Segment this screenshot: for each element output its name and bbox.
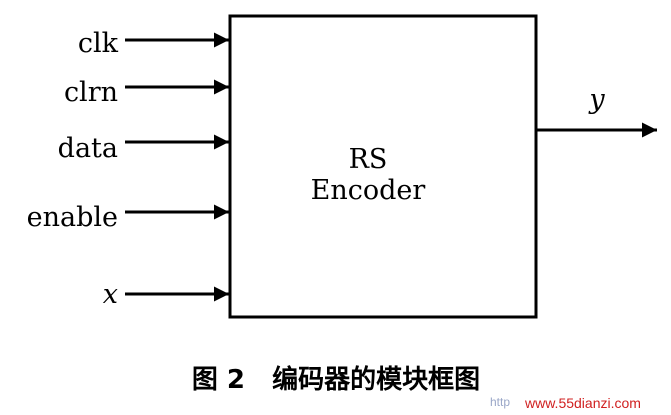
block-title-line1: RS [349, 144, 388, 175]
input-clk: clk [78, 28, 229, 59]
block-title-line2: Encoder [311, 175, 426, 206]
input-label-clrn: clrn [64, 77, 118, 108]
output-y: y [537, 84, 657, 138]
input-label-clk: clk [78, 28, 119, 59]
watermark-prefix: http [490, 395, 510, 409]
output-label-y: y [588, 84, 605, 115]
figure-caption: 图 2 编码器的模块框图 [192, 364, 480, 395]
input-clrn: clrn [64, 77, 229, 108]
input-label-data: data [58, 133, 118, 164]
input-data: data [58, 133, 229, 164]
input-label-enable: enable [27, 202, 118, 233]
rs-encoder-block [228, 14, 538, 319]
watermark-site: www.55dianzi.com [524, 395, 641, 411]
input-label-x: x [103, 279, 118, 310]
input-x: x [103, 279, 229, 310]
input-enable: enable [27, 202, 229, 233]
